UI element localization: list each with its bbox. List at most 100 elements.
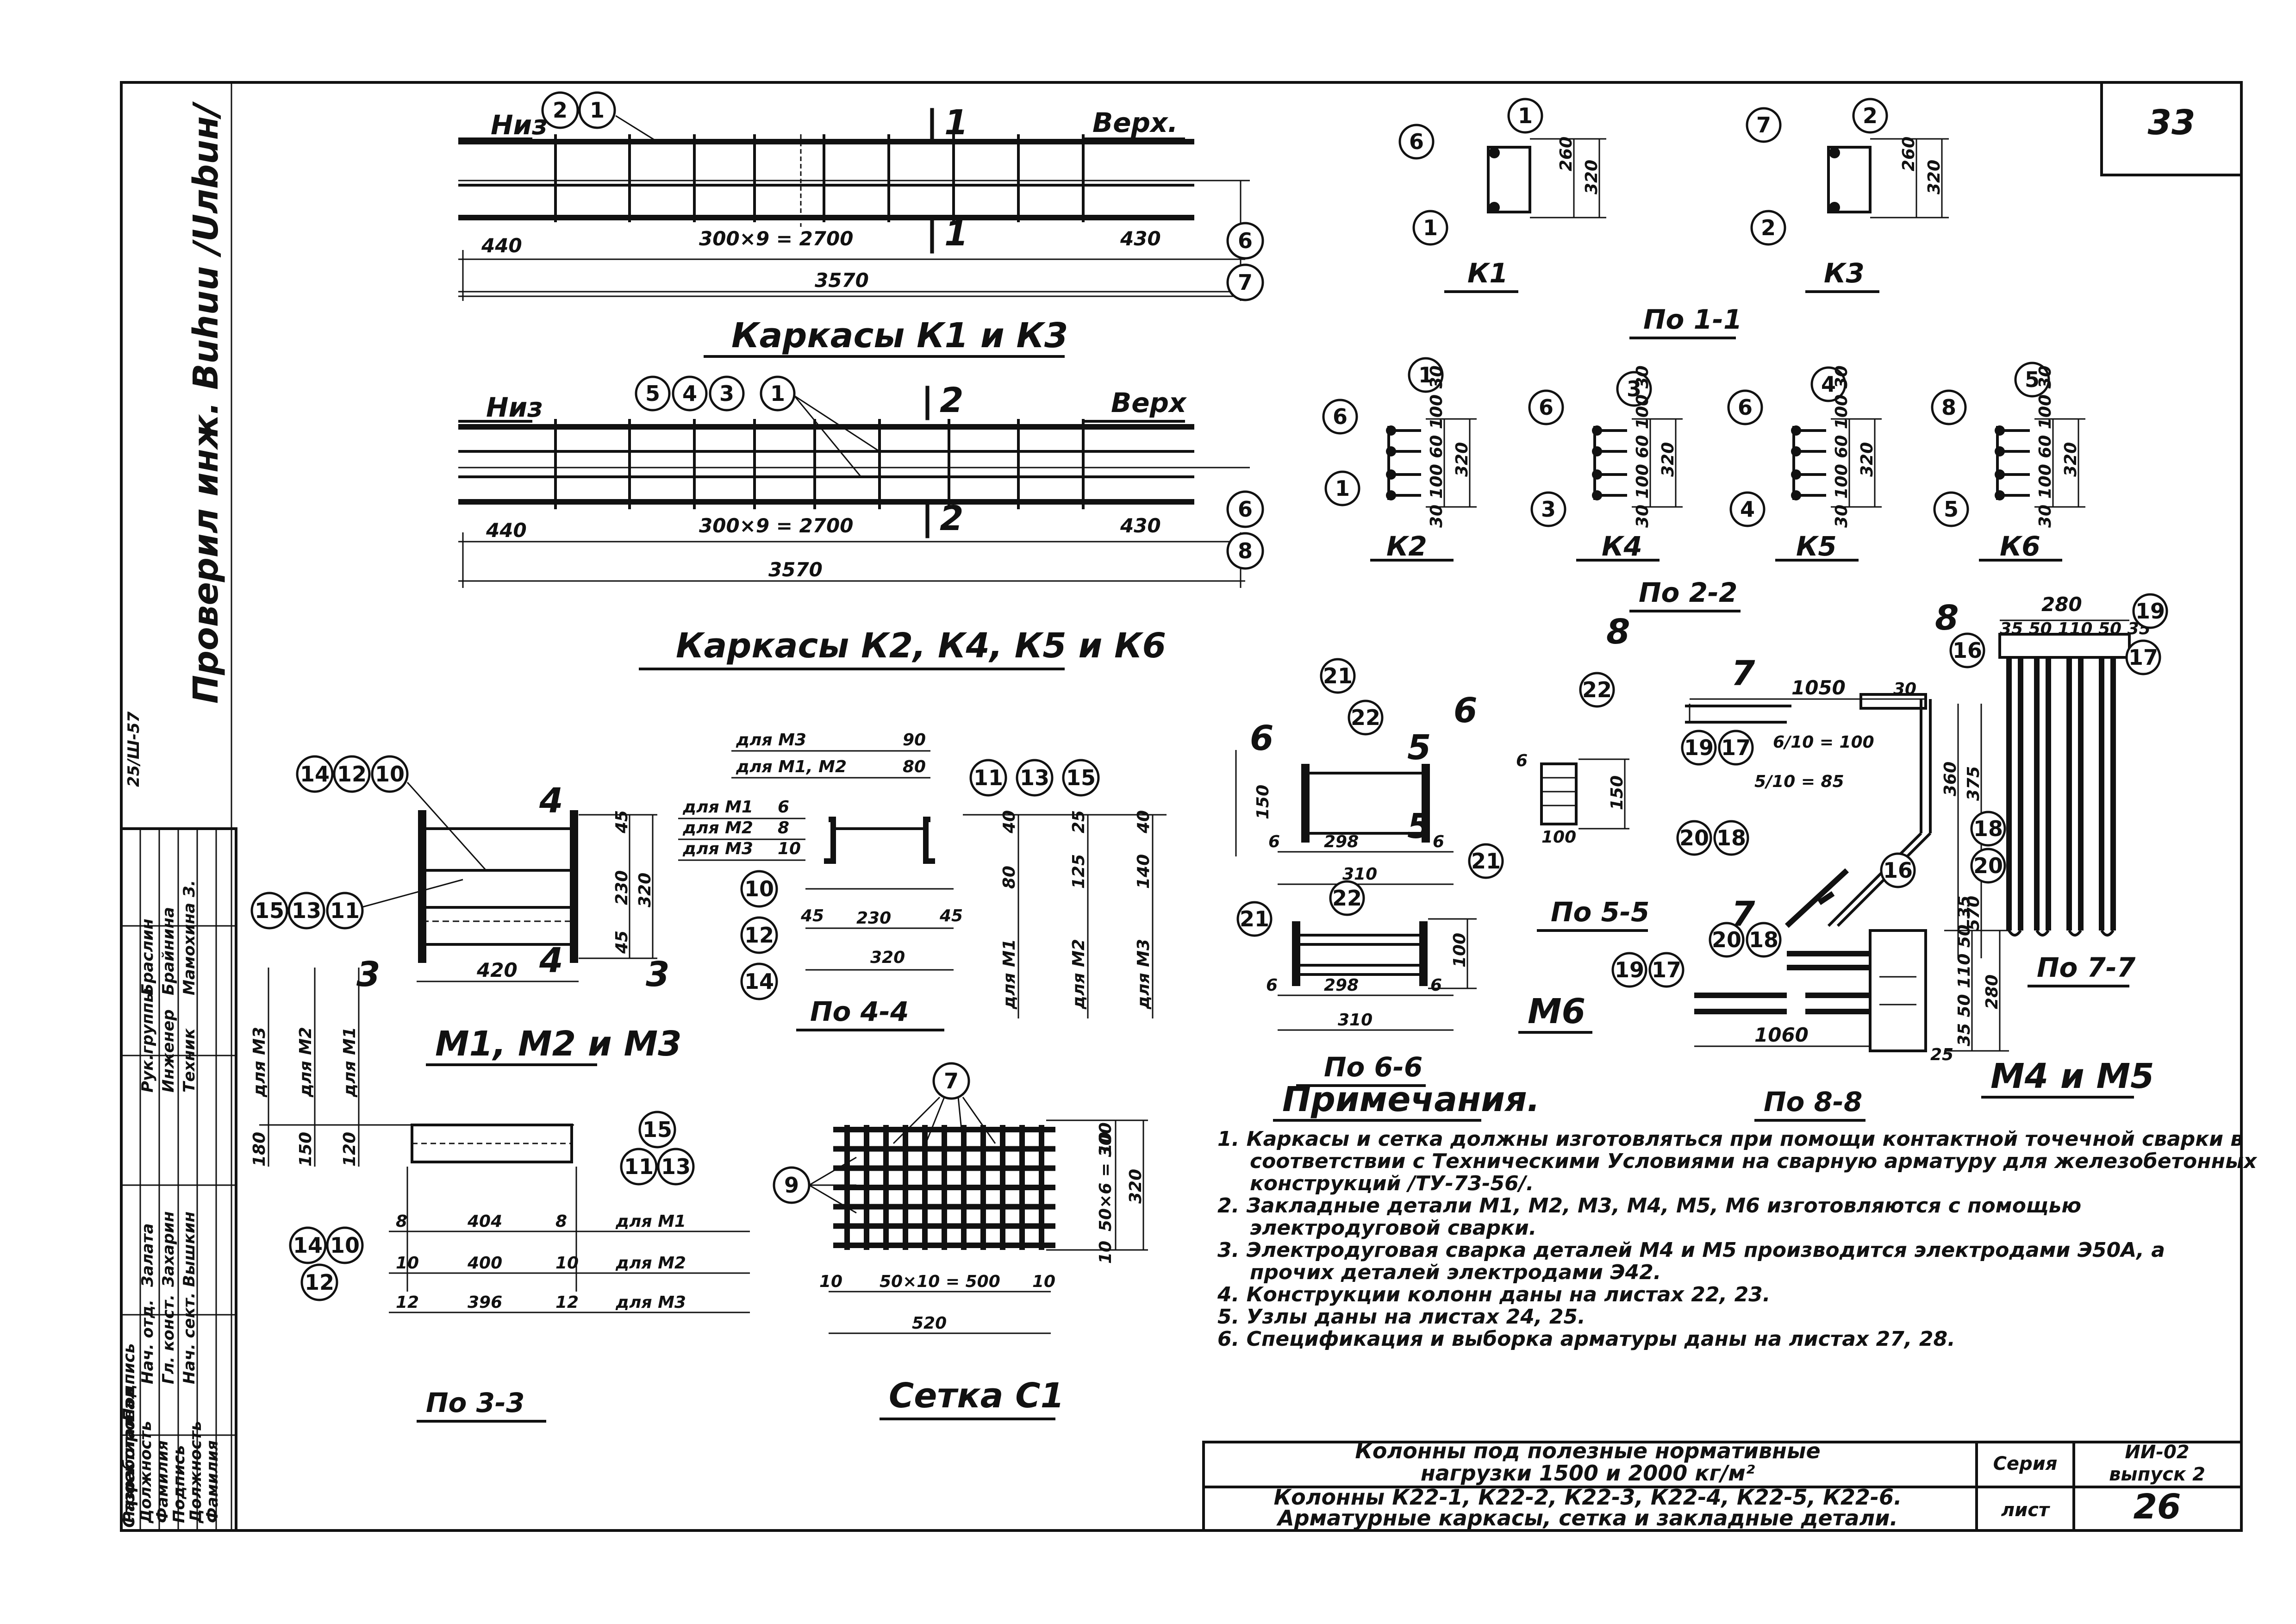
s88-d280: 280 (1983, 974, 2002, 1009)
s44-side1-val: 6 (778, 798, 789, 817)
s44-bubble-11: 11 (969, 759, 1007, 797)
s22-bubble-6b: 6 (1528, 389, 1564, 425)
s33-row-lab: для М1 (615, 1212, 686, 1231)
k1-cut-top-num: 1 (944, 103, 968, 143)
svg-text:5: 5 (645, 381, 660, 406)
title-line-4: Арматурные каркасы, сетка и закладные де… (1276, 1505, 1898, 1530)
s22-bubble-3b: 3 (1530, 491, 1566, 527)
s22-dims-text: 30 100 60 100 30 (1832, 365, 1851, 528)
note-line-6: 6. Спецификация и выборка арматуры даны … (1217, 1327, 1955, 1351)
svg-text:17: 17 (1652, 957, 1681, 982)
m5-d150: 150 (1608, 775, 1627, 810)
stamp-side-label: Спроектировал (120, 1387, 138, 1528)
s88-d25: 25 (1930, 1045, 1953, 1064)
svg-text:14: 14 (744, 969, 774, 994)
embed-m4-m5: 1050 30 360 375 570 6/10 = 100 5/10 = 85… (1606, 593, 2168, 1122)
s44-bubble-14: 14 (740, 962, 778, 1000)
m6-d6-right: 6 (1433, 832, 1444, 851)
m45-cut8-right: 8 (1935, 598, 1959, 638)
k2-bubble-5: 5 (635, 375, 671, 412)
svg-text:13: 13 (292, 898, 321, 923)
m1-bubble-14: 14 (296, 755, 334, 793)
svg-text:14: 14 (293, 1233, 323, 1258)
stamp-cell: Вышкин (180, 1212, 199, 1287)
s22-d320-text: 320 (1858, 442, 1877, 477)
note-line-2: 2. Закладные детали М1, М2, М3, М4, М5, … (1217, 1194, 2081, 1218)
stamp-cell: Техник (180, 1028, 199, 1093)
stamp-header: Подпись (170, 1445, 188, 1523)
svg-text:6: 6 (1539, 395, 1554, 420)
svg-text:7: 7 (944, 1068, 959, 1093)
s22-bubble-1b: 1 (1324, 470, 1360, 506)
k2-k6-title: Каркасы К2, К4, К5 и К6 (676, 626, 1166, 666)
s22-rebar-dot (1386, 469, 1396, 480)
svg-text:21: 21 (1240, 906, 1269, 931)
m6-bubble-21c: 21 (1236, 901, 1273, 937)
s77-anchor-hook (2035, 930, 2050, 937)
s44-bubble-12: 12 (740, 916, 778, 954)
m1-d420: 420 (476, 959, 518, 981)
svg-text:1: 1 (1418, 362, 1433, 387)
s33-height-lab: для М1 (340, 1027, 359, 1098)
m1-bubble-12: 12 (333, 755, 371, 793)
svg-text:20: 20 (1679, 825, 1709, 850)
mesh-bubble-7: 7 (932, 1062, 970, 1100)
k2-cut-top-num: 2 (940, 381, 964, 420)
k1-bubble-6: 6 (1226, 222, 1264, 260)
m6-bubble-22a: 22 (1348, 700, 1384, 736)
svg-text:4: 4 (1740, 497, 1755, 522)
s22-rebar-dot (1791, 469, 1801, 480)
k2-bubble-8: 8 (1226, 532, 1264, 570)
stamp-cell: Браслин (138, 918, 157, 995)
s22-bubble-6a: 6 (1322, 399, 1358, 435)
k2-cut-bottom-num: 2 (940, 499, 964, 538)
svg-text:4: 4 (1821, 372, 1836, 397)
s22-rebar-dot (1995, 446, 2005, 456)
mesh-bubble-9: 9 (773, 1166, 811, 1204)
s33-row-a: 12 (396, 1293, 419, 1312)
s33-row-w: 400 (467, 1254, 502, 1273)
section-k4-label: К4 (1602, 531, 1642, 562)
section-k2-label: К2 (1386, 531, 1427, 562)
mesh-c1: 10 50×6 = 300 320 10 10 50×10 = 500 10 5… (773, 1062, 1148, 1420)
s33-bubble-15: 15 (638, 1111, 676, 1149)
s33-row-w: 404 (467, 1212, 502, 1231)
s11-k3-bubble-7: 7 (1746, 107, 1782, 143)
s44-vert-lab: для М1 (1000, 939, 1019, 1010)
svg-text:21: 21 (1323, 663, 1353, 688)
m1-bubble-10: 10 (371, 755, 409, 793)
m45-bubble-20a: 20 (1676, 820, 1712, 856)
svg-text:1: 1 (770, 381, 785, 406)
svg-text:7: 7 (1756, 112, 1771, 137)
s77-anchor-hook (2068, 930, 2082, 937)
svg-text:7: 7 (1238, 270, 1253, 295)
m6-d298: 298 (1324, 832, 1359, 851)
m45-weld1: 6/10 = 100 (1773, 733, 1874, 752)
s44-side2-val: 8 (778, 818, 789, 837)
m45-bubble-20b: 20 (1709, 922, 1745, 958)
section-2-2: По 2-2 К2 К4 К5 К6 6 1 1 6 3 3 6 4 4 8 5… (1322, 357, 2085, 612)
stamp-header: Должность (187, 1421, 205, 1524)
note-line-3: 3. Электродуговая сварка деталей М4 и М5… (1217, 1238, 2165, 1262)
svg-text:1: 1 (1335, 476, 1350, 501)
s11-k1-bubble-1a: 1 (1507, 98, 1543, 134)
stamp-cell: Нач. сект. (180, 1293, 199, 1384)
s33-height-lab: для М3 (250, 1027, 269, 1098)
k2-bubble-3: 3 (709, 375, 745, 412)
k1-cut-top: | (926, 103, 938, 143)
s44-vert-b: 80 (1000, 866, 1019, 889)
svg-text:15: 15 (1066, 765, 1096, 790)
k1-dim-total: 3570 (815, 269, 869, 292)
s22-rebar-dot (1386, 490, 1396, 500)
s55-d6: 6 (1516, 751, 1528, 770)
svg-text:10: 10 (375, 762, 405, 787)
svg-text:5: 5 (2025, 367, 2040, 392)
svg-text:15: 15 (255, 898, 284, 923)
section-6-6-title: По 6-6 (1324, 1051, 1423, 1083)
s11-k1-bubble-6: 6 (1398, 124, 1435, 160)
k1-bubble-2: 2 (541, 91, 579, 129)
s33-bubble-10: 10 (326, 1226, 364, 1264)
svg-text:17: 17 (2128, 645, 2158, 670)
s33-height-lab: для М2 (296, 1027, 315, 1098)
